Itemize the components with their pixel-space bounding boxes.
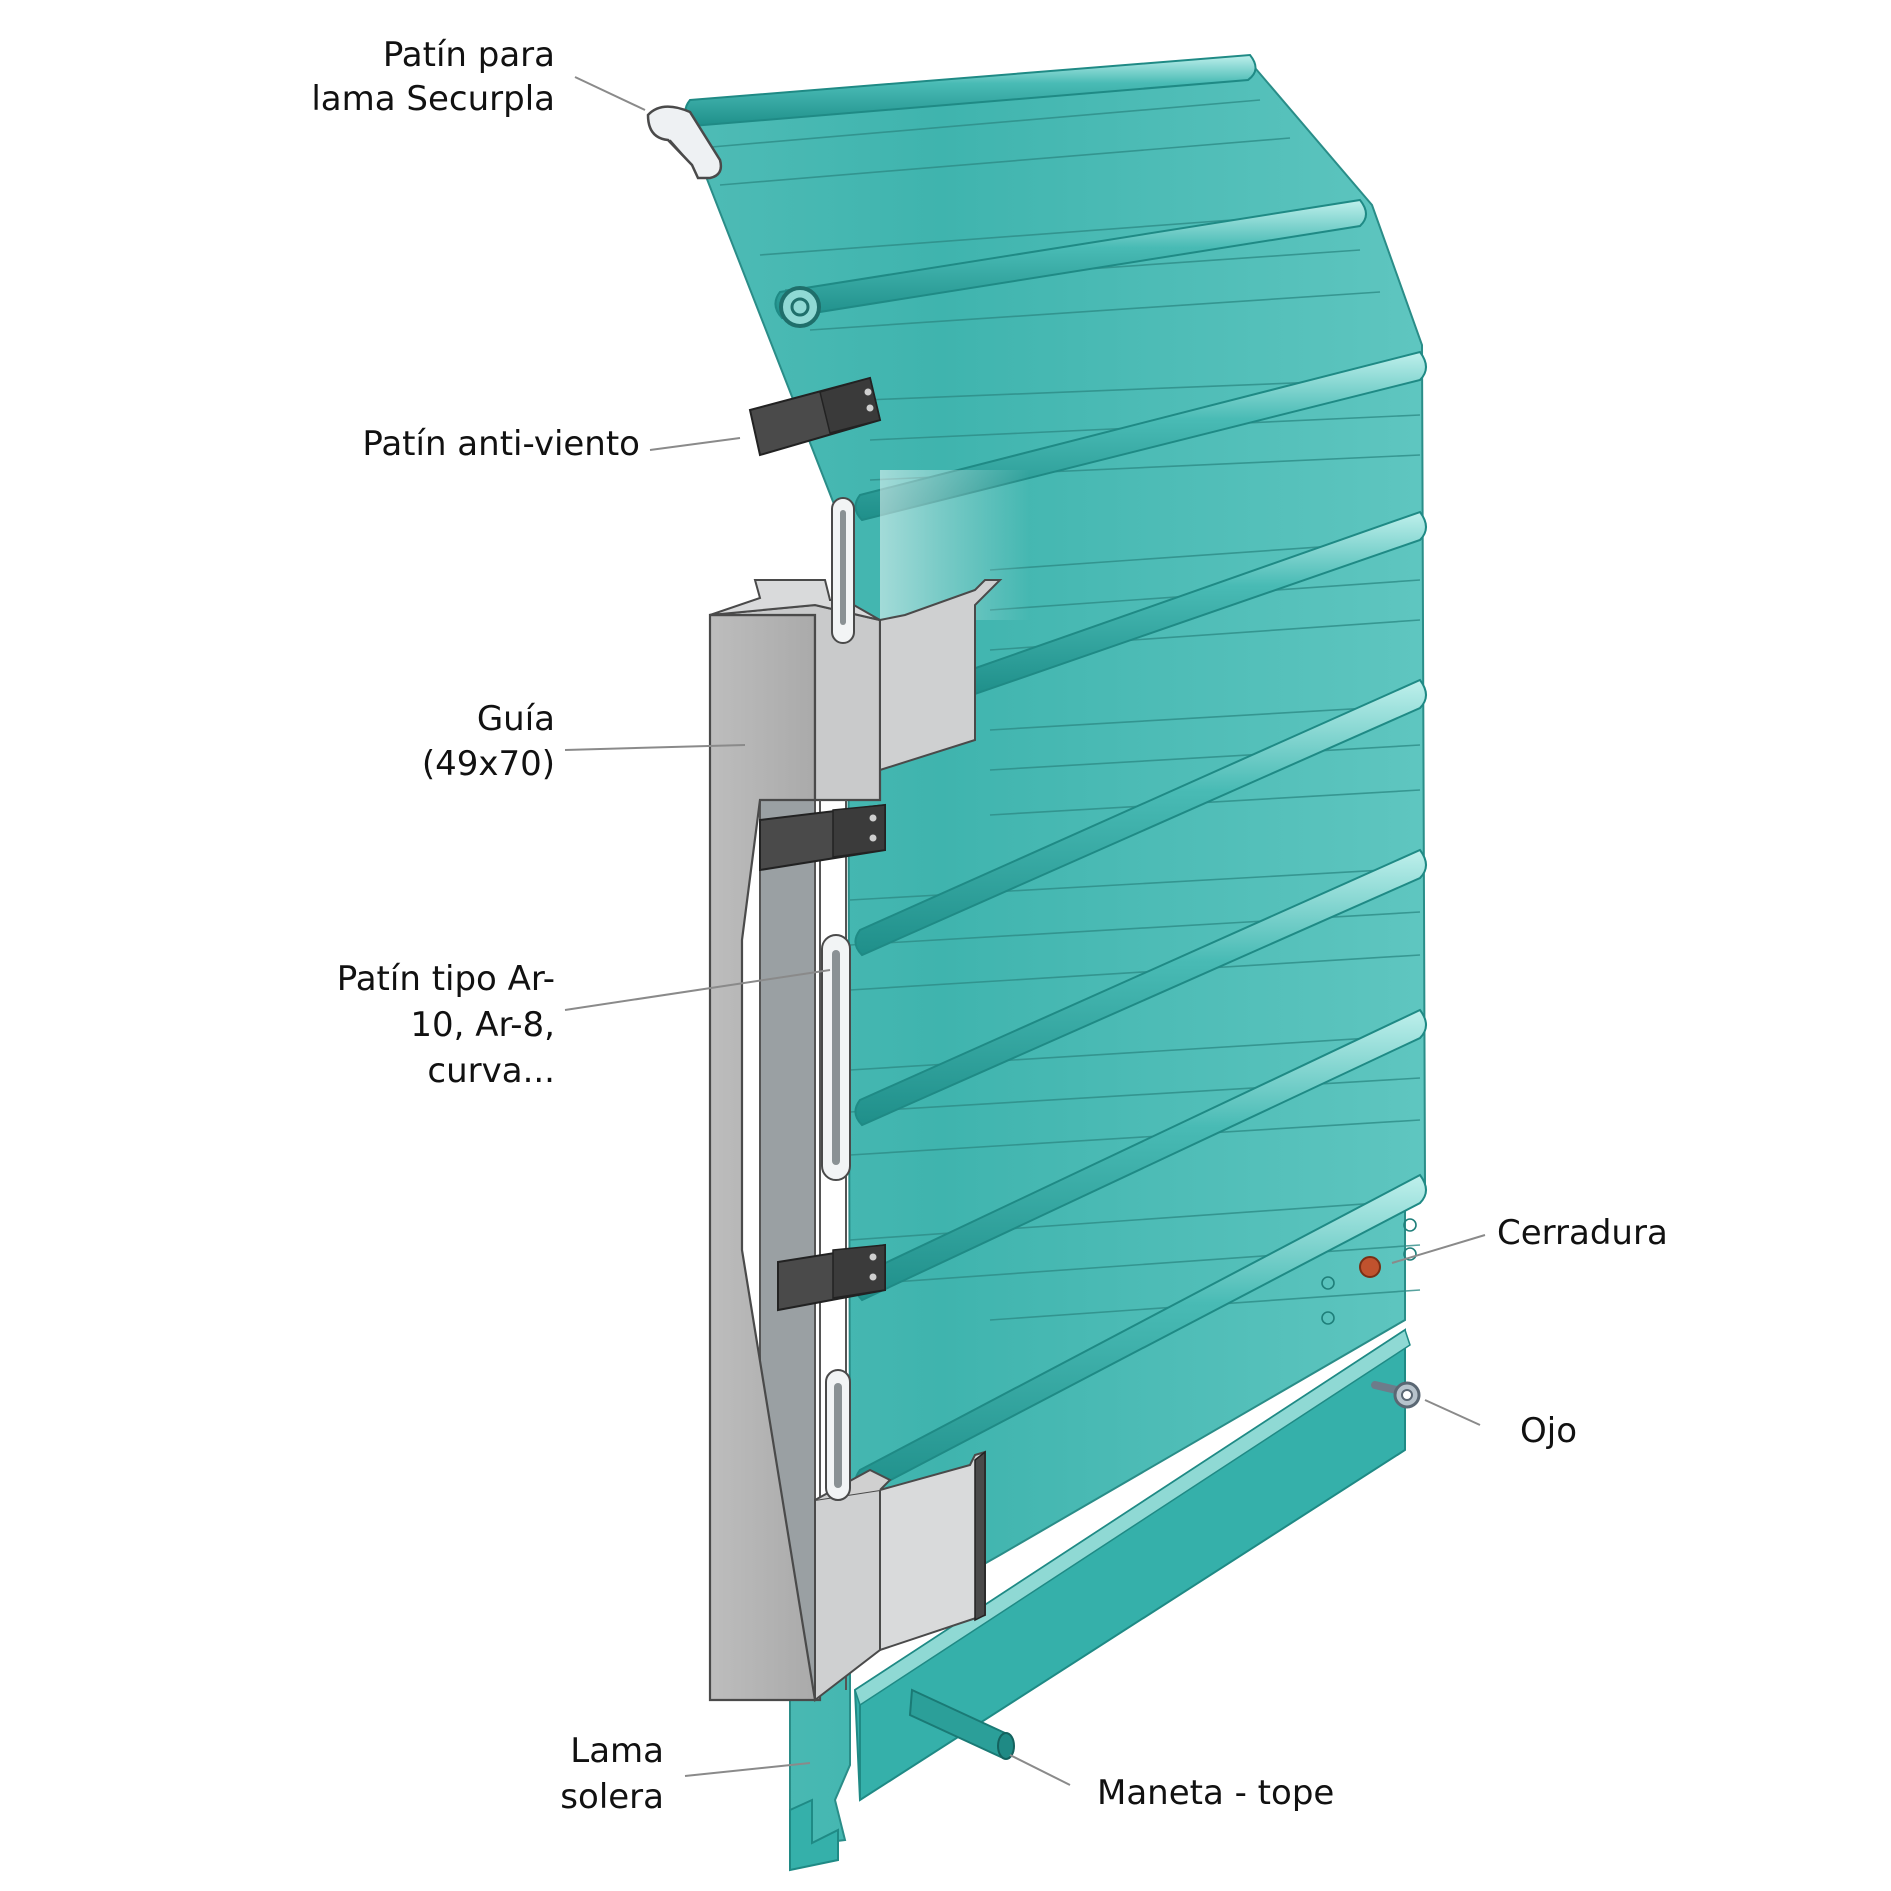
- securpla-slider: [646, 105, 723, 180]
- label-patin-tipo-line1: Patín tipo Ar-: [337, 959, 555, 999]
- lock-icon: [1359, 1256, 1381, 1278]
- label-patin-antiviento: Patín anti-viento: [362, 424, 640, 464]
- leader-lama-solera: [684, 1762, 811, 1777]
- sliders: [646, 105, 886, 1501]
- label-guia-line2: (49x70): [422, 744, 555, 784]
- ar-slider-middle: [821, 934, 851, 1181]
- label-lama-solera-line1: Lama: [570, 1731, 664, 1771]
- leader-lines: [564, 76, 1486, 1786]
- lock-and-holes: [1321, 1218, 1421, 1409]
- label-patin-tipo-line2: 10, Ar-8,: [410, 1005, 555, 1045]
- ar-slider-bottom: [825, 1369, 851, 1501]
- rib-5: [854, 678, 1427, 957]
- eye-bolt-icon: [1371, 1381, 1421, 1409]
- label-patin-securpla-line2: lama Securpla: [311, 79, 555, 119]
- leader-antiviento: [649, 437, 741, 451]
- antiwind-clip-1: [759, 803, 886, 872]
- leader-guia: [564, 744, 746, 751]
- guide-top-flare: [879, 579, 1003, 772]
- leader-securpla: [574, 76, 646, 111]
- leader-patin-tipo: [564, 969, 831, 1011]
- guide-bottom-box: [814, 1488, 881, 1703]
- leader-ojo: [1424, 1399, 1481, 1426]
- bottom-slat-flange: [854, 1328, 1411, 1707]
- label-patin-securpla-line1: Patín para: [383, 35, 555, 75]
- shutter-curtain: [678, 53, 1427, 1847]
- rib-1: [684, 53, 1257, 128]
- leader-maneta: [1009, 1754, 1071, 1786]
- rib-6: [854, 848, 1427, 1127]
- guide-rail: [708, 579, 1003, 1703]
- bottom-slat-assembly: [789, 1328, 1411, 1872]
- label-maneta-tope: Maneta - tope: [1097, 1773, 1334, 1813]
- bottom-slat-foot: [789, 1798, 839, 1872]
- label-cerradura: Cerradura: [1497, 1213, 1668, 1253]
- slat-curl: [779, 286, 821, 328]
- guide-bottom-brush: [974, 1450, 986, 1622]
- leader-cerradura: [1391, 1234, 1486, 1264]
- antiwind-clip-2: [777, 1243, 886, 1312]
- label-ojo: Ojo: [1520, 1411, 1577, 1451]
- label-patin-tipo-line3: curva...: [427, 1051, 555, 1091]
- ar-slider-top: [831, 497, 855, 644]
- label-guia-line1: Guía: [477, 699, 555, 739]
- shine-highlight: [880, 470, 1030, 620]
- label-lama-solera-line2: solera: [560, 1777, 664, 1817]
- holes: [1321, 1218, 1417, 1325]
- rib-2: [774, 198, 1367, 320]
- labels: Patín para lama Securpla Patín anti-vien…: [311, 35, 1667, 1817]
